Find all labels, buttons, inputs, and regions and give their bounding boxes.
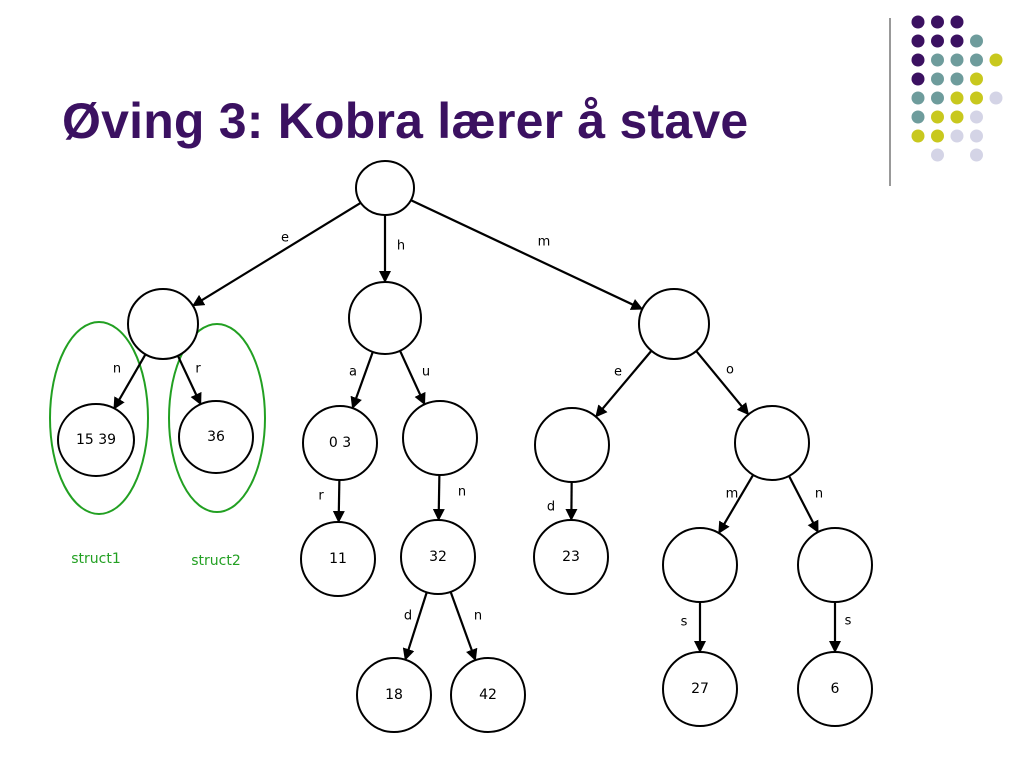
decorative-dot	[911, 91, 925, 105]
edge-h-hu	[398, 350, 426, 406]
struct2-group-label: struct2	[191, 553, 241, 569]
trie-node-me	[534, 407, 610, 483]
decorative-dot	[970, 72, 983, 86]
edge-label-ha-har: r	[318, 489, 324, 504]
edge-label-m-mo: o	[726, 363, 734, 378]
trie-diagram: struct1 struct2 e h m n r a u e o r n d m n d n s s 15 39 36 0…	[49, 160, 873, 733]
decorative-dot-pattern	[889, 15, 1003, 186]
edge-mo-mon	[787, 475, 819, 534]
decorative-dot	[931, 110, 944, 124]
trie-node-en	[57, 403, 135, 477]
trie-node-value-med: 23	[562, 549, 580, 565]
edge-label-root-e: e	[281, 231, 289, 246]
edge-root-m	[408, 198, 644, 310]
decorative-dot	[931, 91, 944, 105]
struct1-group-label: struct1	[71, 551, 121, 567]
trie-node-er	[178, 400, 254, 474]
trie-node-hund	[356, 657, 432, 733]
edge-label-h-hu: u	[422, 365, 430, 380]
decorative-dot	[950, 15, 964, 29]
trie-node-hu	[402, 400, 478, 476]
decorative-dot	[989, 91, 1003, 105]
decorative-dot	[911, 110, 925, 124]
trie-node-mom	[662, 527, 738, 603]
trie-node-har	[300, 521, 376, 597]
edge-label-root-h: h	[397, 239, 405, 254]
decorative-dot	[970, 91, 983, 105]
decorative-dot	[950, 72, 964, 86]
decorative-dot	[931, 15, 944, 29]
decorative-dot	[911, 129, 925, 143]
edge-label-me-med: d	[547, 500, 555, 515]
decorative-dot	[911, 72, 925, 86]
trie-node-value-en: 15 39	[76, 432, 116, 448]
trie-node-m	[638, 288, 710, 360]
decorative-dot	[950, 34, 964, 48]
trie-node-mons	[797, 651, 873, 727]
edge-label-mom-moms: s	[681, 615, 688, 630]
edge-label-mon-mons: s	[845, 614, 852, 629]
decorative-dot	[931, 129, 944, 143]
struct1-group-outline	[49, 321, 149, 515]
slide-title: Øving 3: Kobra lærer å stave	[62, 93, 749, 149]
edge-label-mo-mom: m	[726, 487, 739, 502]
trie-node-root	[355, 160, 415, 216]
decorative-dot	[950, 91, 964, 105]
trie-node-mo	[734, 405, 810, 481]
edge-label-e-en: n	[113, 362, 121, 377]
edge-hun-hunn	[449, 591, 478, 662]
edge-label-e-er: r	[195, 362, 201, 377]
decorative-dot	[911, 34, 925, 48]
trie-node-h	[348, 281, 422, 355]
edge-label-h-ha: a	[349, 365, 357, 380]
decorative-dot	[970, 110, 983, 124]
edge-e-en	[113, 353, 147, 410]
trie-node-moms	[662, 651, 738, 727]
edge-label-hu-hun: n	[458, 485, 466, 500]
trie-node-value-hun: 32	[429, 549, 447, 565]
edge-ha-har	[332, 479, 345, 524]
decorative-dot	[970, 129, 983, 143]
decorative-dot	[950, 53, 964, 67]
edge-label-root-m: m	[538, 235, 551, 250]
trie-node-e	[127, 288, 199, 360]
trie-node-value-mons: 6	[831, 681, 840, 697]
trie-node-value-hund: 18	[385, 687, 403, 703]
edge-m-mo	[695, 350, 750, 416]
edge-hun-hund	[402, 591, 428, 661]
decorative-dot	[950, 129, 964, 143]
trie-node-hun	[400, 519, 476, 595]
struct2-group-outline	[168, 323, 266, 513]
trie-node-mon	[797, 527, 873, 603]
decorative-dot	[970, 53, 983, 67]
edge-e-er	[176, 355, 202, 406]
decorative-dot	[931, 53, 944, 67]
trie-node-ha	[302, 405, 378, 481]
trie-node-value-har: 11	[329, 551, 347, 567]
decorative-dot	[970, 148, 983, 162]
decorative-dot	[931, 72, 944, 86]
edge-label-hun-hunn: n	[474, 609, 482, 624]
edge-label-m-me: e	[614, 365, 622, 380]
edge-mo-mom	[718, 474, 755, 534]
decorative-dot	[970, 34, 983, 48]
decorative-dot	[950, 110, 964, 124]
trie-node-hunn	[450, 657, 526, 733]
edge-m-me	[595, 350, 653, 418]
trie-node-value-hunn: 42	[479, 687, 497, 703]
edge-label-hun-hund: d	[404, 609, 412, 624]
edge-root-e	[191, 201, 363, 307]
decorative-dot	[989, 53, 1003, 67]
edge-hu-hun	[432, 474, 445, 522]
decorative-dot	[911, 53, 925, 67]
trie-node-value-ha: 0 3	[329, 435, 351, 451]
decorative-dot	[911, 15, 925, 29]
trie-node-value-er: 36	[207, 429, 225, 445]
edge-label-mo-mon: n	[815, 487, 823, 502]
decorative-dot	[931, 148, 944, 162]
trie-node-value-moms: 27	[691, 681, 709, 697]
trie-node-med	[533, 519, 609, 595]
decorative-dot	[931, 34, 944, 48]
edge-h-ha	[350, 351, 374, 410]
